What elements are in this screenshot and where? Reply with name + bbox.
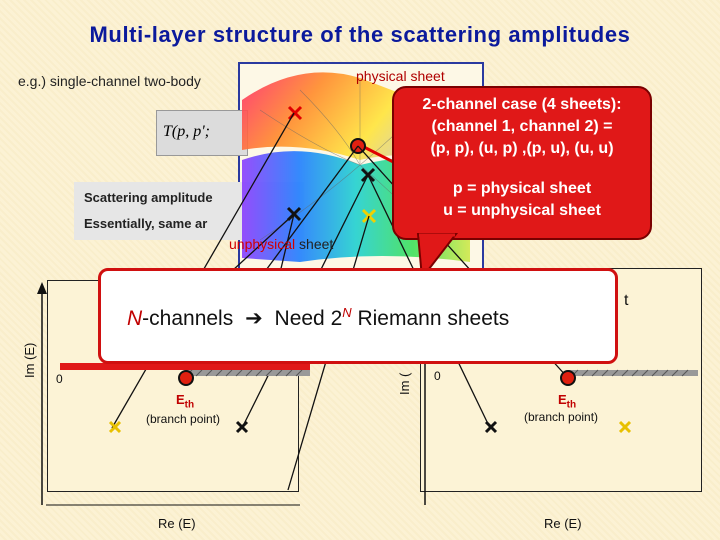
left-zero: 0 bbox=[56, 372, 63, 386]
right-eth-label: Eth bbox=[558, 392, 576, 411]
page-title: Multi-layer structure of the scattering … bbox=[89, 22, 631, 47]
formula-text: T(p, p'; bbox=[163, 123, 210, 140]
callout-line5: u = unphysical sheet bbox=[443, 202, 601, 219]
right-eth-e: E bbox=[558, 392, 567, 407]
callout-tail bbox=[416, 233, 459, 281]
riemann-text: Riemann sheets bbox=[351, 307, 510, 330]
two-channel-callout: 2-channel case (4 sheets): (channel 1, c… bbox=[392, 86, 652, 240]
n-channels-word: -channels bbox=[142, 307, 234, 330]
left-eth-label: Eth bbox=[176, 392, 194, 411]
need-text: Need 2 bbox=[274, 307, 343, 330]
callout-line1: 2-channel case (4 sheets): bbox=[422, 96, 622, 113]
physical-sheet-label: physical sheet bbox=[356, 68, 445, 84]
unphysical-word: unphysical bbox=[229, 236, 296, 252]
right-eth-sub: th bbox=[566, 399, 577, 411]
n-channels-banner: N-channels ➔ Need 2N Riemann sheets bbox=[98, 268, 618, 364]
sheet-word: sheet bbox=[295, 236, 334, 252]
left-threshold-point bbox=[178, 370, 194, 386]
n-channels-text: N-channels ➔ Need 2N Riemann sheets bbox=[127, 305, 509, 331]
left-eth-e: E bbox=[176, 392, 185, 407]
callout-line2: (channel 1, channel 2) = bbox=[431, 118, 613, 135]
intro-text: e.g.) single-channel two-body bbox=[18, 73, 201, 89]
formula-box: T(p, p'; bbox=[156, 110, 248, 156]
left-eth-sub: th bbox=[184, 399, 195, 411]
right-branch-label: (branch point) bbox=[524, 410, 599, 424]
left-re-label: Re (E) bbox=[158, 516, 196, 531]
unphysical-sheet-label: unphysical sheet bbox=[229, 236, 333, 252]
arrow-icon: ➔ bbox=[245, 307, 263, 330]
right-zero: 0 bbox=[434, 369, 441, 383]
left-branch-cut bbox=[60, 363, 310, 370]
right-threshold-point bbox=[560, 370, 576, 386]
left-branch-label: (branch point) bbox=[146, 412, 221, 426]
right-edge-text: t bbox=[624, 292, 629, 309]
callout-line4: p = physical sheet bbox=[452, 180, 592, 197]
n-letter: N bbox=[127, 307, 143, 330]
essentially-text: Essentially, same ar bbox=[84, 216, 208, 231]
right-re-label: Re (E) bbox=[544, 516, 582, 531]
scattering-text: Scattering amplitude bbox=[84, 190, 213, 205]
callout-line3: (p, p), (u, p) ,(p, u), (u, u) bbox=[430, 140, 614, 157]
need-sup: N bbox=[342, 305, 352, 320]
